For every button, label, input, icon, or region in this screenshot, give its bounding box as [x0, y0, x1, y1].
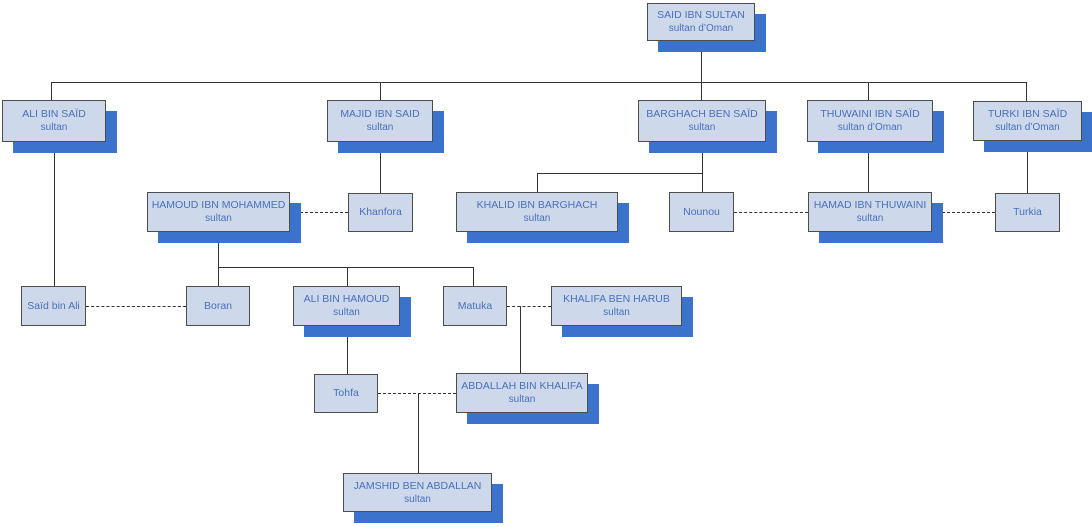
person-title: sultan d’Oman: [995, 122, 1060, 133]
person-name: Khanfora: [359, 206, 402, 218]
connector-alibinhamoud-to-tohfa: [347, 326, 348, 374]
person-name: Nounou: [683, 205, 720, 218]
connector-hamoud-down: [218, 232, 219, 267]
connector-majid-to-khanfora: [380, 142, 381, 193]
person-title: sultan: [688, 122, 716, 133]
person-title: sultan d’Oman: [668, 23, 734, 34]
person-title: sultan: [603, 307, 630, 318]
node-turkia[interactable]: Turkia: [995, 193, 1060, 232]
node-ali-bin-hamoud[interactable]: ALI BIN HAMOUD sultan: [293, 286, 400, 326]
node-boran[interactable]: Boran: [186, 286, 250, 326]
connector-thuwaini-to-hamad: [868, 142, 869, 192]
marriage-tohfa-abdallah: [378, 393, 456, 394]
person-name: Matuka: [457, 299, 493, 312]
connector-matuka-khalifa-to-abdallah: [520, 306, 521, 373]
connector-drop-turki: [1026, 82, 1027, 101]
person-name: HAMAD IBN THUWAINI: [813, 199, 927, 211]
node-jamshid-ben-abdallan[interactable]: JAMSHID BEN ABDALLAN sultan: [343, 473, 492, 512]
person-title: sultan: [205, 213, 232, 224]
node-hamad-ibn-thuwaini[interactable]: HAMAD IBN THUWAINI sultan: [808, 192, 932, 232]
node-thuwaini-ibn-said[interactable]: THUWAINI IBN SAÏD sultan d’Oman: [807, 100, 933, 142]
connector-drop-matuka: [473, 267, 474, 286]
person-title: sultan d’Oman: [837, 122, 903, 133]
person-title: sultan: [523, 213, 551, 224]
node-khalid-ibn-barghach[interactable]: KHALID IBN BARGHACH sultan: [456, 192, 618, 232]
person-title: sultan: [508, 394, 536, 405]
person-name: KHALIFA BEN HARUB: [563, 293, 670, 305]
connector-said-down: [701, 41, 702, 100]
connector-drop-thuwaini: [868, 82, 869, 100]
node-matuka[interactable]: Matuka: [443, 286, 507, 326]
marriage-hamoud-khanfora: [290, 212, 348, 213]
connector-barghach-rail: [537, 173, 703, 174]
person-name: BARGHACH BEN SAÏD: [646, 108, 758, 120]
connector-drop-khalid: [537, 173, 538, 192]
connector-drop-ali: [51, 82, 52, 100]
marriage-hamad-turkia: [932, 212, 995, 213]
person-name: JAMSHID BEN ABDALLAN: [353, 479, 482, 492]
connector-drop-majid: [380, 82, 381, 100]
node-majid-ibn-said[interactable]: MAJID IBN SAID sultan: [327, 100, 433, 142]
person-name: MAJID IBN SAID: [340, 108, 420, 120]
person-title: sultan: [333, 307, 360, 318]
connector-drop-boran: [218, 267, 219, 286]
node-hamoud-ibn-mohammed[interactable]: HAMOUD IBN MOHAMMED sultan: [147, 192, 290, 232]
node-said-bin-ali[interactable]: Saïd bin Ali: [21, 286, 86, 326]
connector-hamoud-rail: [218, 267, 474, 268]
person-name: ABDALLAH BIN KHALIFA: [461, 380, 583, 392]
person-title: sultan: [856, 213, 884, 224]
person-name: Turkia: [1013, 206, 1042, 218]
connector-drop-nounou: [702, 173, 703, 192]
node-ali-bin-said[interactable]: ALI BIN SAÏD sultan: [2, 100, 106, 142]
connector-ali-to-saidbinali: [54, 142, 55, 286]
node-khalifa-ben-harub[interactable]: KHALIFA BEN HARUB sultan: [551, 286, 682, 326]
node-barghach-ben-said[interactable]: BARGHACH BEN SAÏD sultan: [638, 100, 766, 142]
person-title: sultan: [40, 122, 68, 133]
node-abdallah-bin-khalifa[interactable]: ABDALLAH BIN KHALIFA sultan: [456, 373, 588, 413]
person-name: ALI BIN HAMOUD: [303, 293, 390, 305]
node-said-ibn-sultan[interactable]: SAID IBN SULTAN sultan d’Oman: [647, 3, 755, 41]
connector-tohfa-abdallah-to-jamshid: [418, 393, 419, 473]
connector-drop-alibinhamoud: [347, 267, 348, 286]
person-title: sultan: [366, 122, 394, 133]
person-name: THUWAINI IBN SAÏD: [820, 108, 920, 120]
person-name: SAID IBN SULTAN: [657, 9, 745, 21]
marriage-nounou-hamad: [734, 212, 808, 213]
connector-barghach-down: [702, 142, 703, 173]
node-turki-ibn-said[interactable]: TURKI IBN SAÏD sultan d’Oman: [973, 101, 1082, 141]
person-name: KHALID IBN BARGHACH: [476, 199, 598, 211]
person-name: Saïd bin Ali: [27, 299, 80, 312]
marriage-matuka-khalifa: [507, 306, 551, 307]
person-name: HAMOUD IBN MOHAMMED: [151, 199, 286, 211]
person-name: ALI BIN SAÏD: [22, 108, 86, 120]
person-title: sultan: [404, 493, 431, 505]
person-name: Tohfa: [333, 387, 359, 399]
marriage-saidbinali-boran: [86, 306, 186, 307]
node-tohfa[interactable]: Tohfa: [314, 374, 378, 413]
node-khanfora[interactable]: Khanfora: [348, 193, 413, 232]
node-nounou[interactable]: Nounou: [669, 192, 734, 232]
connector-turki-to-turkia: [1027, 141, 1028, 193]
person-name: TURKI IBN SAÏD: [987, 108, 1068, 120]
person-name: Boran: [203, 299, 233, 312]
connector-gen2-rail: [51, 82, 1027, 83]
